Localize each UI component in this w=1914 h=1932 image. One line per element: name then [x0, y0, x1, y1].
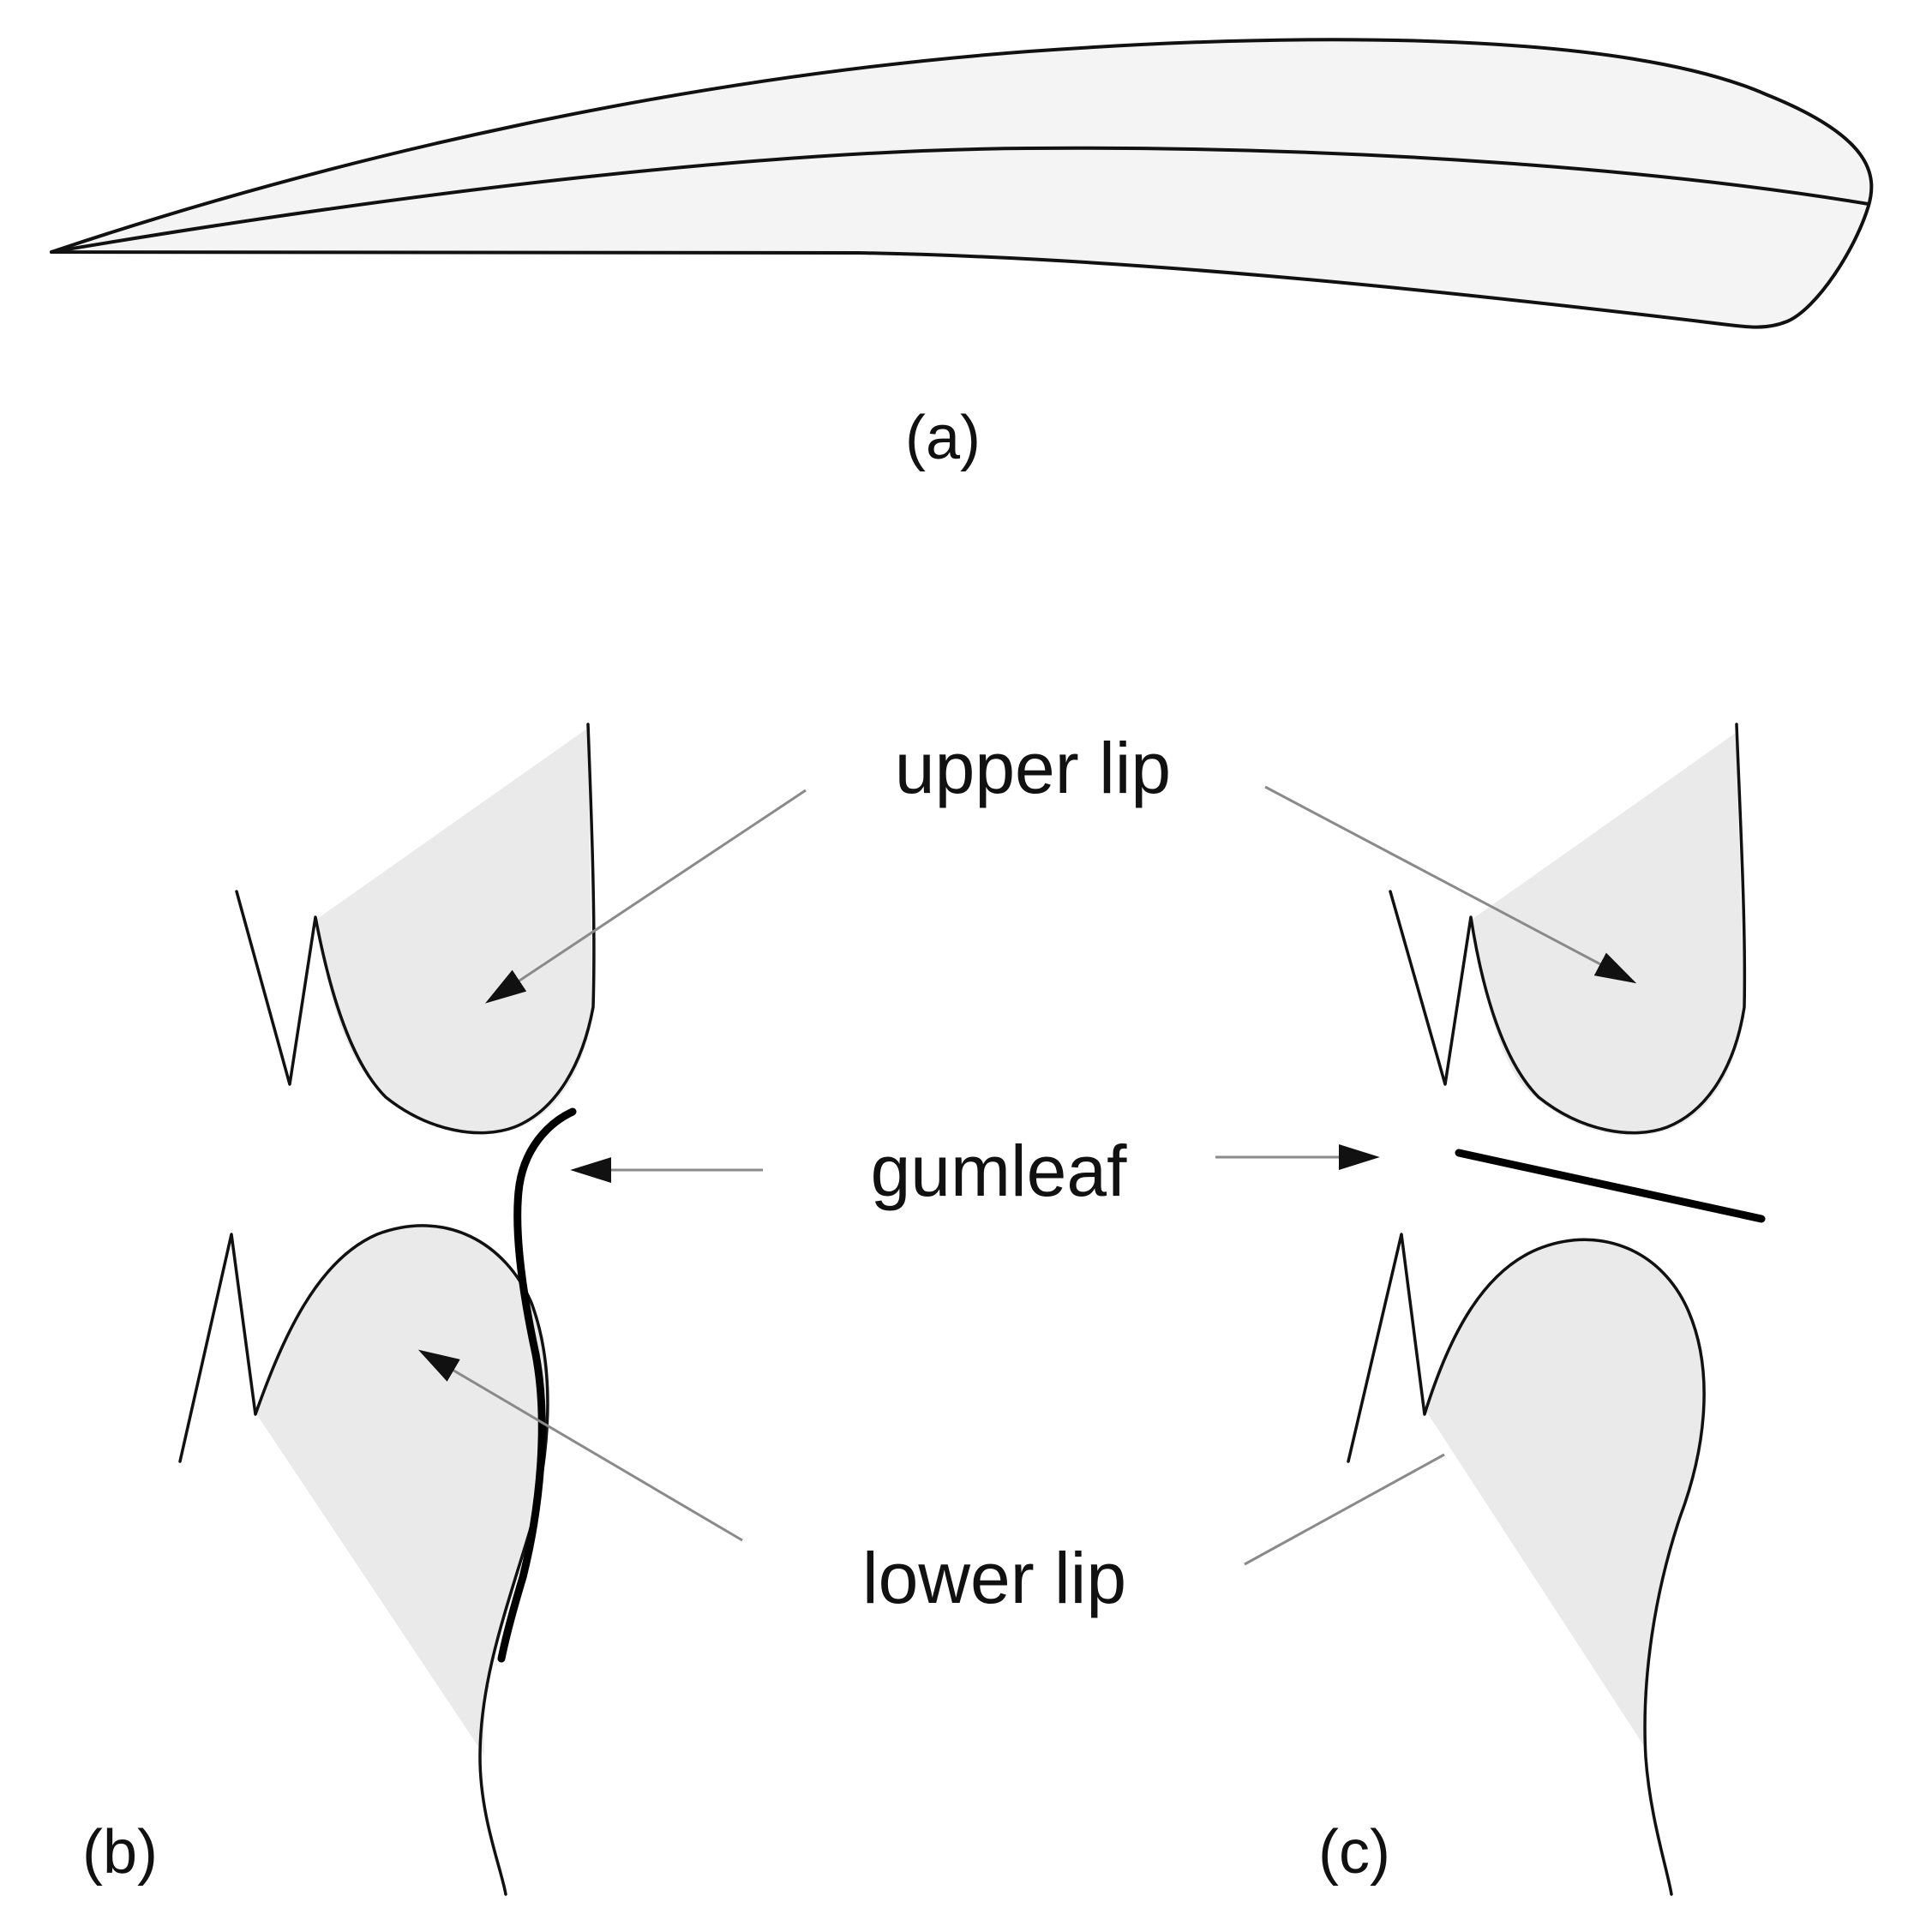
lower-lip-c: [1427, 1239, 1705, 1749]
panel-c-label: (c): [1318, 1818, 1390, 1887]
lower-lip-label: lower lip: [862, 1538, 1126, 1618]
upper-lip-b-outline: [235, 723, 596, 1135]
upper-lip-label: upper lip: [895, 728, 1171, 808]
lower-lip-pointer-c: [1244, 1453, 1445, 1566]
gumleaf-b: [497, 1107, 577, 1663]
upper-lip-pointer-b: [485, 789, 807, 1004]
upper-lip-c-outline: [1389, 723, 1747, 1135]
panel-c-mouth: [1347, 723, 1766, 1896]
lower-lip-b: [255, 1225, 548, 1755]
leaf-midrib: [50, 146, 1870, 254]
panel-b-label: (b): [82, 1818, 158, 1887]
lower-lip-c-outline: [1347, 1233, 1706, 1896]
lower-lip-pointer-b: [417, 1349, 743, 1542]
lower-lip-b-outline: [178, 1224, 549, 1896]
upper-lip-c: [1473, 733, 1744, 1136]
panel-b-mouth: [178, 723, 596, 1896]
gumleaf-c: [1455, 1149, 1766, 1223]
upper-lip-b: [317, 729, 593, 1134]
panel-a-label: (a): [905, 404, 981, 472]
panel-a-leaf: [50, 38, 1874, 329]
leaf-shape: [50, 38, 1874, 329]
gumleaf-label: gumleaf: [871, 1131, 1128, 1211]
upper-lip-pointer-c: [1264, 785, 1637, 984]
